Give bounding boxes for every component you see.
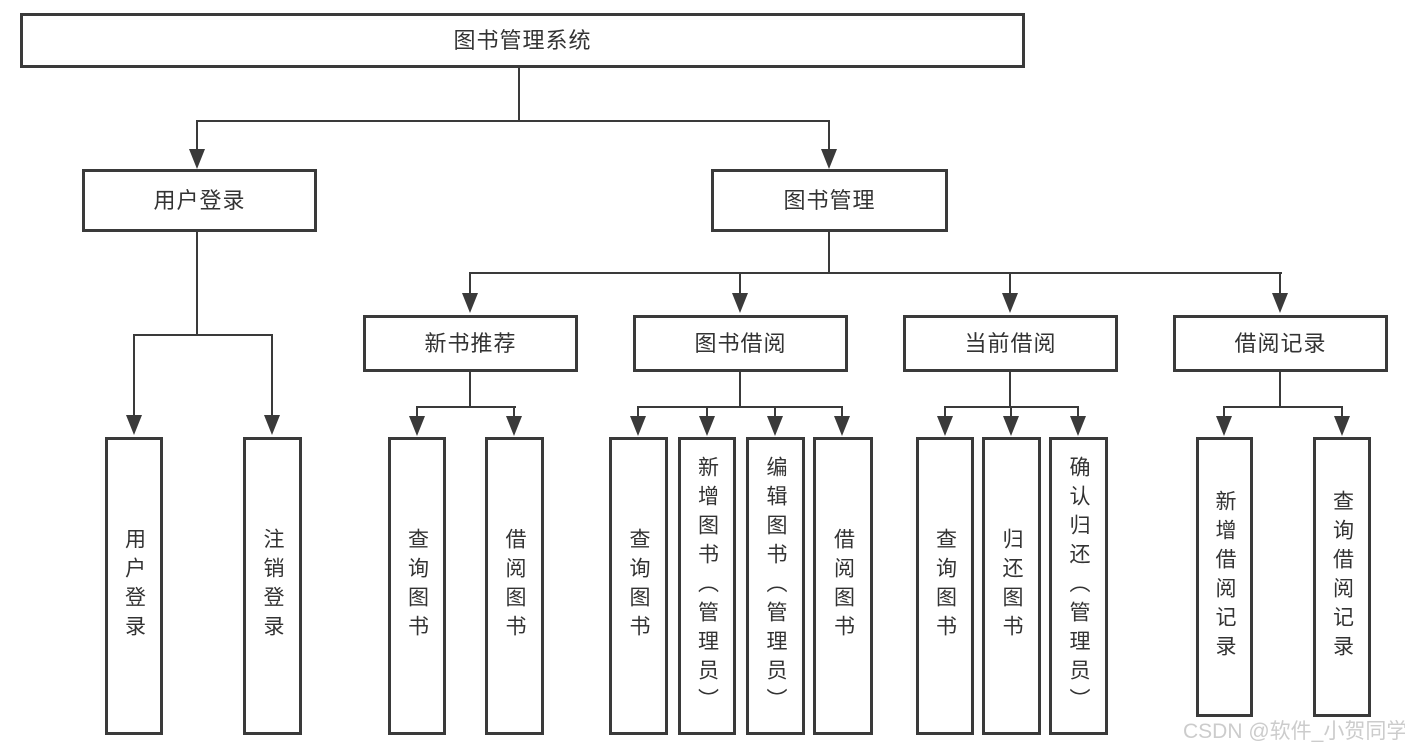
arrow-down-icon [1003, 416, 1019, 436]
leaf-add-book-admin: 新增图书（管理员） [678, 437, 736, 735]
connector-line [1223, 406, 1343, 408]
arrow-down-icon [1070, 416, 1086, 436]
arrow-down-icon [506, 416, 522, 436]
arrow-down-icon [189, 149, 205, 169]
leaf-logout: 注销登录 [243, 437, 302, 735]
connector-line [739, 272, 741, 295]
connector-line [944, 406, 946, 418]
arrow-down-icon [767, 416, 783, 436]
node-label: 用户登录 [122, 528, 146, 644]
node-label: 图书借阅 [694, 330, 787, 356]
arrow-down-icon [834, 416, 850, 436]
arrow-down-icon [462, 293, 478, 313]
arrow-down-icon [699, 416, 715, 436]
node-current-borrowing: 当前借阅 [903, 315, 1118, 372]
connector-line [469, 372, 471, 408]
arrow-down-icon [821, 149, 837, 169]
node-label: 图书管理系统 [453, 27, 592, 53]
leaf-query-books-recommend: 查询图书 [388, 437, 446, 735]
leaf-add-borrow-record: 新增借阅记录 [1196, 437, 1253, 717]
connector-line [1077, 406, 1079, 418]
arrow-down-icon [409, 416, 425, 436]
watermark: CSDN @软件_小贺同学 [1183, 720, 1405, 743]
arrow-down-icon [264, 415, 280, 435]
node-label: 当前借阅 [964, 330, 1057, 356]
node-library-management-system: 图书管理系统 [20, 13, 1025, 68]
leaf-query-books-current: 查询图书 [916, 437, 974, 735]
leaf-user-login: 用户登录 [105, 437, 163, 735]
leaf-query-books-borrow: 查询图书 [609, 437, 668, 735]
node-user-login: 用户登录 [82, 169, 317, 232]
node-label: 新增借阅记录 [1213, 490, 1236, 664]
node-label: 借阅记录 [1234, 330, 1327, 356]
node-label: 借阅图书 [503, 528, 526, 644]
connector-line [1223, 406, 1225, 418]
arrow-down-icon [1216, 416, 1232, 436]
connector-line [469, 272, 471, 295]
arrow-down-icon [1002, 293, 1018, 313]
node-label: 新增图书（管理员） [695, 455, 719, 717]
connector-line [1009, 272, 1011, 295]
node-borrowing-records: 借阅记录 [1173, 315, 1388, 372]
leaf-borrow-books-recommend: 借阅图书 [485, 437, 544, 735]
connector-line [828, 232, 830, 274]
node-book-management: 图书管理 [711, 169, 948, 232]
arrow-down-icon [937, 416, 953, 436]
connector-line [841, 406, 843, 418]
arrow-down-icon [732, 293, 748, 313]
node-label: 借阅图书 [831, 528, 855, 644]
arrow-down-icon [126, 415, 142, 435]
connector-line [637, 406, 639, 418]
connector-line [1010, 406, 1012, 418]
leaf-borrow-books: 借阅图书 [813, 437, 873, 735]
connector-line [774, 406, 776, 418]
connector-line [416, 406, 418, 418]
connector-line [513, 406, 515, 418]
connector-line [1279, 372, 1281, 408]
connector-line [416, 406, 516, 408]
connector-line [518, 68, 520, 121]
node-label: 查询图书 [405, 528, 429, 644]
arrow-down-icon [1272, 293, 1288, 313]
connector-line [828, 120, 830, 151]
node-new-book-recommendation: 新书推荐 [363, 315, 578, 372]
node-label: 归还图书 [1000, 528, 1023, 644]
leaf-query-borrow-record: 查询借阅记录 [1313, 437, 1371, 717]
node-label: 新书推荐 [424, 330, 517, 356]
node-label: 查询借阅记录 [1330, 490, 1354, 664]
leaf-confirm-return-admin: 确认归还（管理员） [1049, 437, 1108, 735]
connector-line [133, 334, 135, 417]
connector-line [133, 334, 273, 336]
connector-line [196, 120, 198, 151]
leaf-edit-book-admin: 编辑图书（管理员） [746, 437, 805, 735]
connector-line [196, 120, 830, 122]
connector-line [1341, 406, 1343, 418]
node-label: 用户登录 [153, 187, 246, 213]
node-label: 图书管理 [783, 187, 876, 213]
connector-line [637, 406, 843, 408]
connector-line [1279, 272, 1281, 295]
leaf-return-book: 归还图书 [982, 437, 1041, 735]
node-label: 查询图书 [933, 528, 957, 644]
connector-line [1009, 372, 1011, 408]
connector-line [739, 372, 741, 408]
node-label: 编辑图书（管理员） [764, 455, 787, 717]
node-label: 确认归还（管理员） [1067, 455, 1090, 717]
connector-line [469, 272, 1282, 274]
arrow-down-icon [630, 416, 646, 436]
connector-line [706, 406, 708, 418]
connector-line [271, 334, 273, 417]
node-book-borrowing: 图书借阅 [633, 315, 848, 372]
node-label: 注销登录 [261, 528, 284, 644]
node-label: 查询图书 [627, 528, 650, 644]
connector-line [196, 232, 198, 336]
arrow-down-icon [1334, 416, 1350, 436]
